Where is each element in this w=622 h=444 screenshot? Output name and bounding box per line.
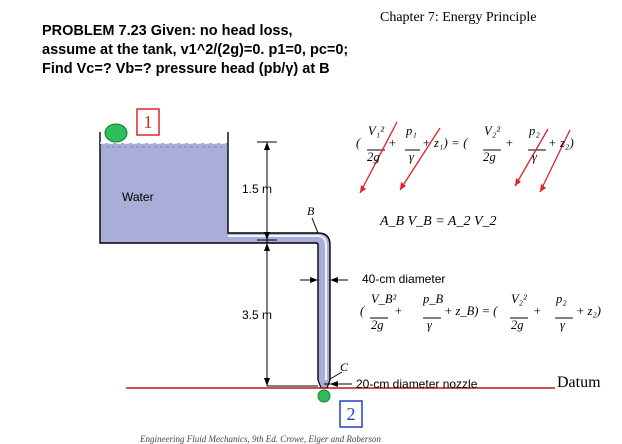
tank-outline <box>99 132 331 380</box>
dia-arrowhead-right <box>330 277 338 283</box>
footer-caption: Engineering Fluid Mechanics, 9th Ed. Cro… <box>140 434 381 444</box>
problem-statement: PROBLEM 7.23 Given: no head loss, assume… <box>42 22 348 79</box>
pipe-diameter-label: 40-cm diameter <box>362 272 446 286</box>
dimension-upper: 1.5 m <box>242 182 273 196</box>
slash-z2 <box>539 129 571 193</box>
marker-2: 2 <box>346 404 356 424</box>
chapter-title: Chapter 7: Energy Principle <box>380 10 537 25</box>
slash-p1-arrow <box>400 182 406 190</box>
problem-line-2: assume at the tank, v1^2/(2g)=0. p1=0, p… <box>42 42 349 58</box>
marker-1: 1 <box>143 112 153 132</box>
nozzle-leader-arrow <box>330 381 338 387</box>
problem-line-1: PROBLEM 7.23 Given: no head loss, <box>42 23 293 39</box>
datum-label: Datum <box>557 374 601 391</box>
point-2-dot <box>317 389 331 403</box>
continuity-equation: A_B V_B = A_2 V_2 <box>380 214 497 229</box>
pipe-highlight <box>228 235 327 380</box>
point-c-leader <box>329 371 343 380</box>
slash-p2-arrow <box>515 178 521 186</box>
point-1-dot <box>104 123 128 143</box>
slash-p2 <box>514 128 549 187</box>
marker-1-box <box>136 108 160 136</box>
problem-line-3: Find Vc=? Vb=? pressure head (pb/γ) at B <box>42 61 330 77</box>
slash-p1 <box>399 127 441 191</box>
point-b-leader <box>311 217 319 234</box>
slash-z2-arrow <box>540 184 546 192</box>
nozzle-diameter-label: 20-cm diameter nozzle <box>356 377 478 391</box>
slash-v1-arrow <box>360 185 366 193</box>
water-fill <box>100 143 330 382</box>
dim-arrow-mid-down <box>264 243 270 251</box>
slash-v1 <box>359 121 398 194</box>
tank-label: Water <box>122 190 154 204</box>
point-b-label: B <box>307 204 315 218</box>
dim-arrow-bottom <box>264 378 270 386</box>
marker-2-box <box>339 400 363 428</box>
dimension-lower: 3.5 m <box>242 308 273 322</box>
dim-arrow-top <box>264 142 270 150</box>
point-c-label: C <box>340 360 349 374</box>
dim-arrow-mid-up <box>264 232 270 240</box>
dia-arrowhead-left <box>310 277 318 283</box>
